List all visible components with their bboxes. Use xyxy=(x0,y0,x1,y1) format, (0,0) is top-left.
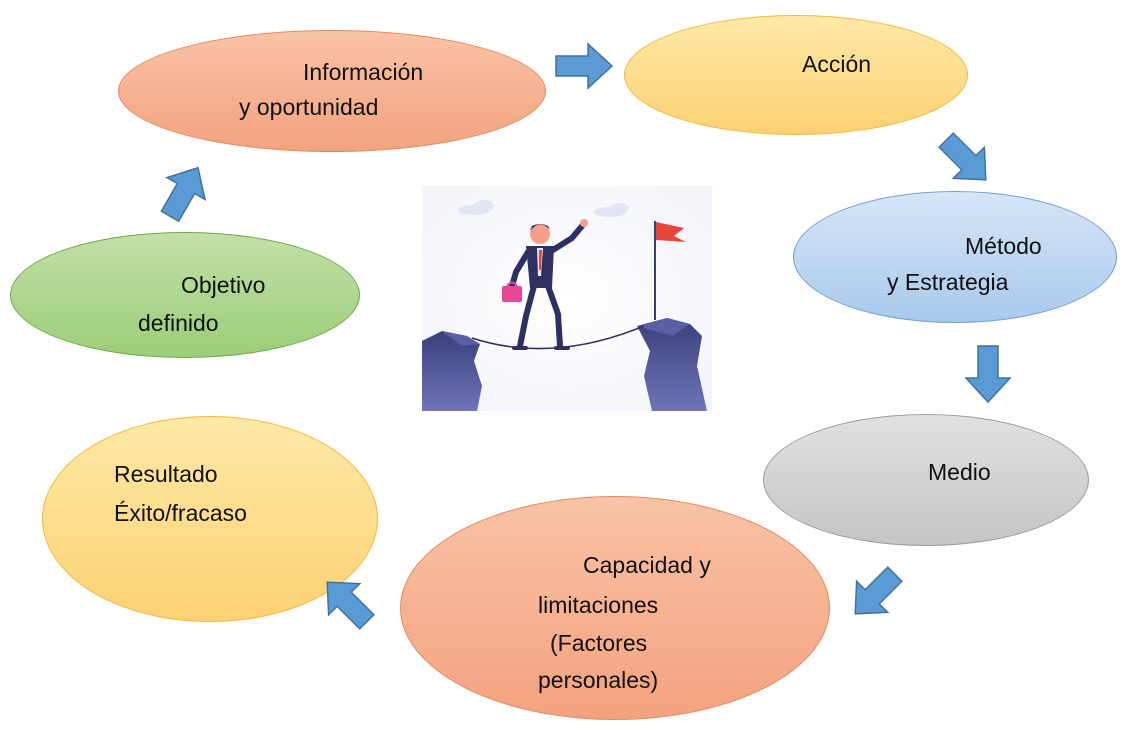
node-medio-line1: Medio xyxy=(928,459,991,485)
node-accion: Acción xyxy=(624,15,968,135)
node-metodo-line2: y Estrategia xyxy=(887,269,1009,295)
node-objetivo-line1: Objetivo xyxy=(181,272,266,298)
arrow-objetivo-to-informacion-icon xyxy=(151,157,217,227)
node-capacidad-line4: personales) xyxy=(538,667,659,693)
node-capacidad-line3: (Factores xyxy=(550,630,648,656)
node-capacidad-line2: limitaciones xyxy=(538,592,659,618)
node-informacion-line1: Información xyxy=(303,59,424,85)
node-accion-line1: Acción xyxy=(802,51,872,77)
node-resultado: Resultado Éxito/fracaso xyxy=(42,416,378,622)
node-metodo-line1: Método xyxy=(965,233,1042,259)
node-resultado-line2: Éxito/fracaso xyxy=(114,500,247,526)
node-resultado-line1: Resultado xyxy=(114,461,218,487)
node-medio: Medio xyxy=(763,414,1089,546)
arrow-metodo-to-medio-icon xyxy=(964,345,1012,404)
arrow-accion-to-metodo-icon xyxy=(931,125,1002,196)
node-metodo-estrategia: Método y Estrategia xyxy=(793,191,1117,323)
node-capacidad-limitaciones: Capacidad y limitaciones (Factores perso… xyxy=(400,496,830,720)
businessman-tightrope-illustration-icon xyxy=(422,186,712,411)
node-capacidad-line1: Capacidad y xyxy=(583,552,711,578)
node-objetivo-definido: Objetivo definido xyxy=(10,232,360,358)
node-informacion-line2: y oportunidad xyxy=(239,94,379,120)
arrow-informacion-to-accion-icon xyxy=(555,42,614,90)
node-informacion-oportunidad: Información y oportunidad xyxy=(118,30,546,152)
node-objetivo-line2: definido xyxy=(138,310,219,336)
arrow-medio-to-capacidad-icon xyxy=(840,559,911,630)
arrow-capacidad-to-resultado-icon xyxy=(312,567,383,638)
